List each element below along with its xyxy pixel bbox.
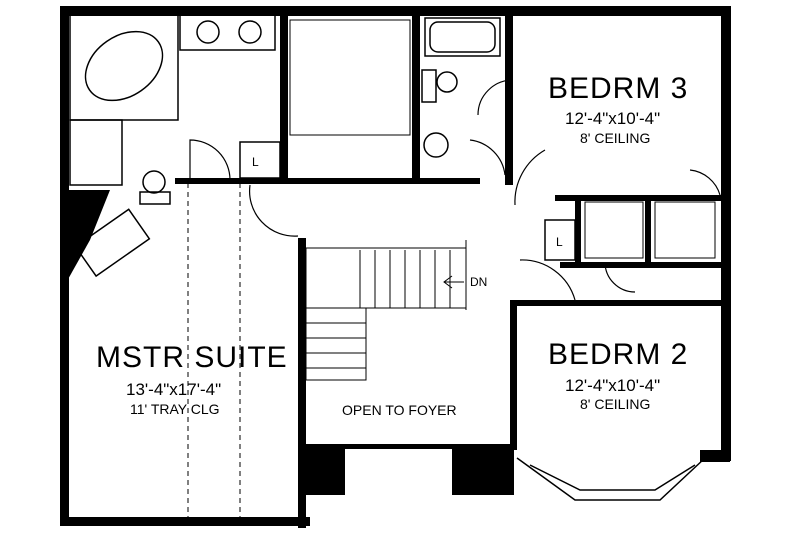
master-suite-name: MSTR SUITE xyxy=(96,341,288,374)
hall-linen-label: L xyxy=(556,235,563,249)
stairs xyxy=(305,240,467,381)
fixtures xyxy=(69,13,576,278)
open-to-foyer-label: OPEN TO FOYER xyxy=(342,402,457,418)
master-suite-ceiling: 11' TRAY CLG xyxy=(130,401,220,417)
bedroom-2-ceiling: 8' CEILING xyxy=(580,396,651,412)
doors xyxy=(189,79,721,301)
interior-walls xyxy=(175,10,725,528)
bedroom-3-name: BEDRM 3 xyxy=(548,72,689,105)
bedroom-3-ceiling: 8' CEILING xyxy=(580,130,651,146)
master-linen-label: L xyxy=(252,155,259,169)
bedroom-2-name: BEDRM 2 xyxy=(548,338,689,371)
exterior-walls xyxy=(60,6,731,526)
closets xyxy=(289,19,716,259)
bedroom-3-size: 12'-4"x10'-4" xyxy=(565,109,661,128)
ceiling-lines xyxy=(187,183,241,517)
stair-down-label: DN xyxy=(470,275,488,289)
bedroom-2-size: 12'-4"x10'-4" xyxy=(565,376,661,395)
bay-window xyxy=(516,457,706,501)
master-suite-size: 13'-4"x17'-4" xyxy=(126,380,222,399)
